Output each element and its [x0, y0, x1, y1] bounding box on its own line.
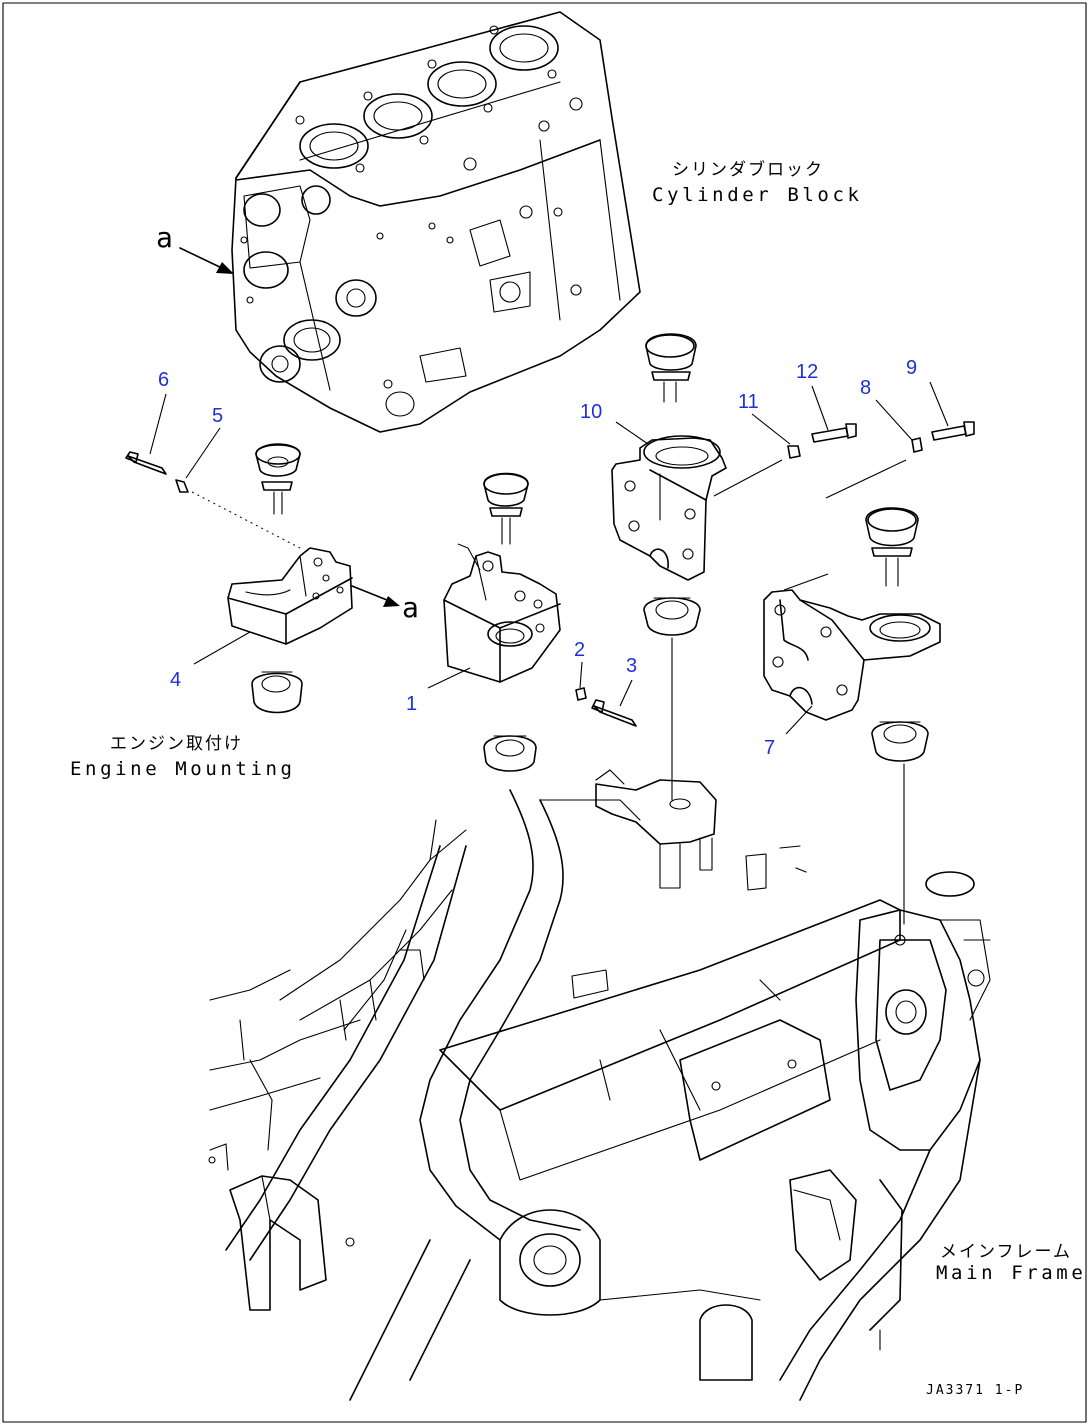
engine-mounting-label-en: Engine Mounting: [70, 758, 296, 780]
main-frame-label-en: Main Frame: [936, 1262, 1087, 1284]
callout-8: 8: [860, 377, 872, 399]
washer-8: [911, 437, 923, 453]
rubber-mount-1-top: [483, 472, 529, 545]
engine-mount-bracket-10: [611, 435, 727, 581]
rubber-mount-10-top: [645, 333, 697, 403]
assembly-line: [825, 459, 907, 499]
leader-line: [615, 421, 649, 445]
callout-11: 11: [738, 391, 759, 413]
callout-10: 10: [580, 401, 603, 423]
callout-2: 2: [574, 639, 586, 661]
cylinder-block-label-en: Cylinder Block: [652, 184, 863, 206]
engine-mount-bracket-4: [227, 547, 353, 645]
washer-5: [175, 479, 189, 493]
view-arrow-a-block: [179, 247, 227, 271]
leader-line: [457, 543, 481, 571]
cylinder-block-label-jp: シリンダブロック: [672, 160, 824, 180]
main-frame-label-jp: メインフレーム: [940, 1242, 1072, 1262]
callout-12: 12: [796, 361, 819, 383]
drawing-code: JA3371 1-P: [926, 1383, 1025, 1398]
assembly-line: [713, 459, 783, 497]
rubber-mount-1-bottom: [483, 735, 537, 772]
callout-7: 7: [764, 737, 776, 759]
callout-9: 9: [906, 357, 918, 379]
rubber-mount-7-top: [865, 507, 919, 587]
view-letter-a-block: a: [156, 221, 173, 254]
rubber-mount-4-top: [255, 443, 301, 515]
callout-4: 4: [170, 669, 182, 691]
engine-mount-bracket-1: [443, 551, 561, 683]
bolt-9: [931, 421, 975, 441]
bolt-12: [811, 423, 857, 443]
view-arrow-a-mount: [351, 585, 393, 603]
arrow-head-icon: [216, 262, 234, 274]
cylinder-block-drawing: [231, 11, 641, 433]
washer-2: [575, 687, 587, 701]
rubber-mount-7-bottom: [871, 721, 929, 762]
engine-mount-bracket-7: [763, 589, 941, 721]
arrow-head-icon: [383, 596, 400, 607]
assembly-line: [783, 573, 829, 591]
main-frame-drawing: [208, 769, 991, 1401]
callout-1: 1: [406, 693, 418, 715]
washer-11: [787, 445, 801, 459]
bolt-6: [125, 451, 167, 475]
rubber-mount-10-bottom: [643, 597, 701, 636]
rubber-mount-4-bottom: [251, 671, 303, 714]
engine-mounting-label-jp: エンジン取付け: [110, 734, 243, 754]
callout-6: 6: [158, 369, 170, 391]
view-letter-a-mount: a: [402, 591, 419, 624]
callout-5: 5: [212, 405, 224, 427]
bolt-3: [591, 699, 637, 727]
callout-3: 3: [626, 655, 638, 677]
assembly-line: [191, 491, 301, 549]
